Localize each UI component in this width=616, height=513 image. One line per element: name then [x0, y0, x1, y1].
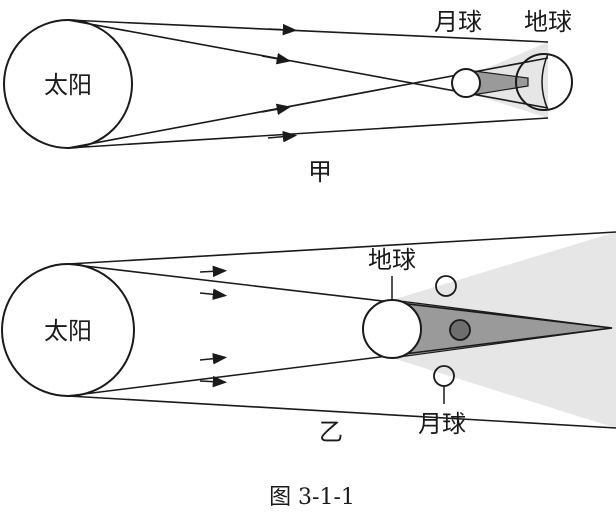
ray-to-apex-top	[67, 263, 613, 329]
arrow-top-2	[261, 53, 292, 65]
moon-in-penumbra-top	[435, 275, 457, 297]
ray-outer-top	[67, 19, 549, 43]
arrow-bottom-1	[261, 103, 292, 115]
diagram-solar-eclipse: 太阳 月球 地球 甲	[3, 8, 573, 186]
moon-label: 月球	[434, 8, 482, 36]
figure-caption: 图 3-1-1	[269, 485, 355, 510]
arrow-top-1	[267, 23, 298, 36]
arrow-bottom-2	[267, 130, 298, 143]
sun-label: 太阳	[44, 317, 92, 345]
panel-label-a: 甲	[308, 158, 332, 186]
moon	[451, 68, 481, 98]
earth-label: 地球	[524, 8, 572, 36]
ray-outer-bottom	[67, 117, 549, 149]
earth	[362, 299, 422, 359]
ray-outer-top	[67, 231, 616, 265]
moon-label: 月球	[418, 410, 466, 438]
earth-label: 地球	[368, 246, 416, 274]
diagram-lunar-eclipse: 太阳 地球 月球 乙	[1, 231, 616, 446]
ray-cross-b	[67, 57, 549, 149]
arrow-top-1	[199, 265, 228, 278]
arrow-top-2	[199, 288, 228, 301]
arrow-bottom-1	[199, 352, 228, 365]
earth	[515, 53, 573, 111]
arrow-bottom-2	[199, 375, 228, 388]
earth-shadow-arc	[541, 53, 549, 111]
ray-outer-bottom	[67, 395, 616, 429]
moon-in-umbra	[449, 319, 471, 341]
ray-to-apex-bottom	[67, 327, 613, 397]
panel-label-b: 乙	[319, 418, 343, 446]
sun-label: 太阳	[44, 71, 92, 99]
